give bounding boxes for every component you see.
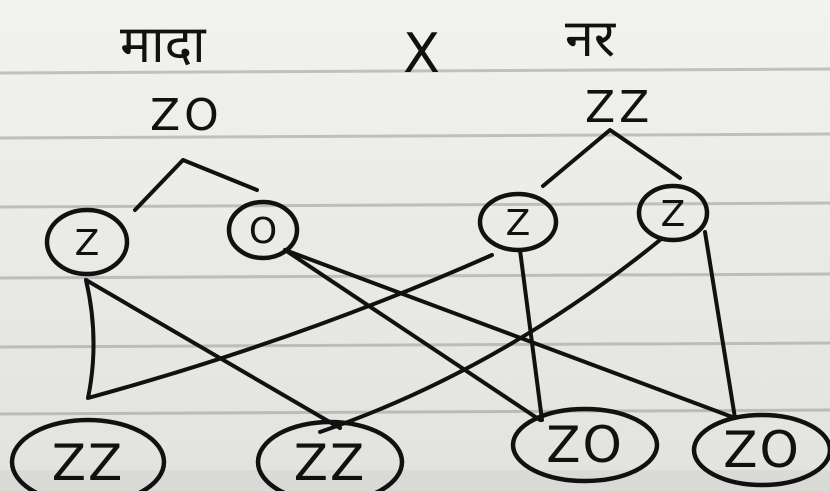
line-of-offspring4	[283, 248, 737, 420]
cross-lines	[84, 230, 737, 434]
female-gamete-o: O	[226, 199, 300, 261]
line-zm2-offspring4	[703, 230, 737, 420]
offspring-3-label: ZO	[546, 416, 624, 474]
male-gamete-z-1-label: Z	[506, 203, 531, 244]
line-zm2-offspring2	[318, 238, 662, 434]
offspring-2: ZZ	[255, 419, 405, 491]
male-branch	[541, 128, 682, 188]
offspring-4-label: ZO	[723, 421, 801, 479]
line-zf-offspring2	[84, 278, 342, 430]
offspring-2-label: ZZ	[294, 434, 367, 491]
watermark-band	[0, 470, 830, 491]
offspring-1-label: ZZ	[52, 434, 125, 491]
female-branch	[133, 158, 259, 212]
male-gamete-z-1: Z	[477, 191, 559, 253]
female-gamete-o-label: O	[249, 211, 277, 252]
male-gamete-z-2: Z	[636, 183, 710, 243]
offspring-4: ZO	[691, 412, 830, 488]
male-genotype: ZZ	[585, 82, 653, 133]
parent-branches	[133, 128, 682, 212]
female-gamete-z-label: Z	[75, 223, 100, 264]
line-zm1-offspring3	[518, 248, 544, 422]
female-genotype: ZO	[150, 90, 223, 141]
male-label: नर	[565, 9, 617, 69]
cross-symbol: X	[403, 22, 440, 85]
offspring-3: ZO	[510, 406, 660, 484]
line-of-offspring3	[283, 248, 542, 422]
male-gamete-z-2-label: Z	[661, 194, 686, 235]
female-gamete-z: Z	[44, 207, 130, 277]
female-label: मादा	[120, 15, 207, 75]
offspring-1: ZZ	[9, 417, 167, 491]
